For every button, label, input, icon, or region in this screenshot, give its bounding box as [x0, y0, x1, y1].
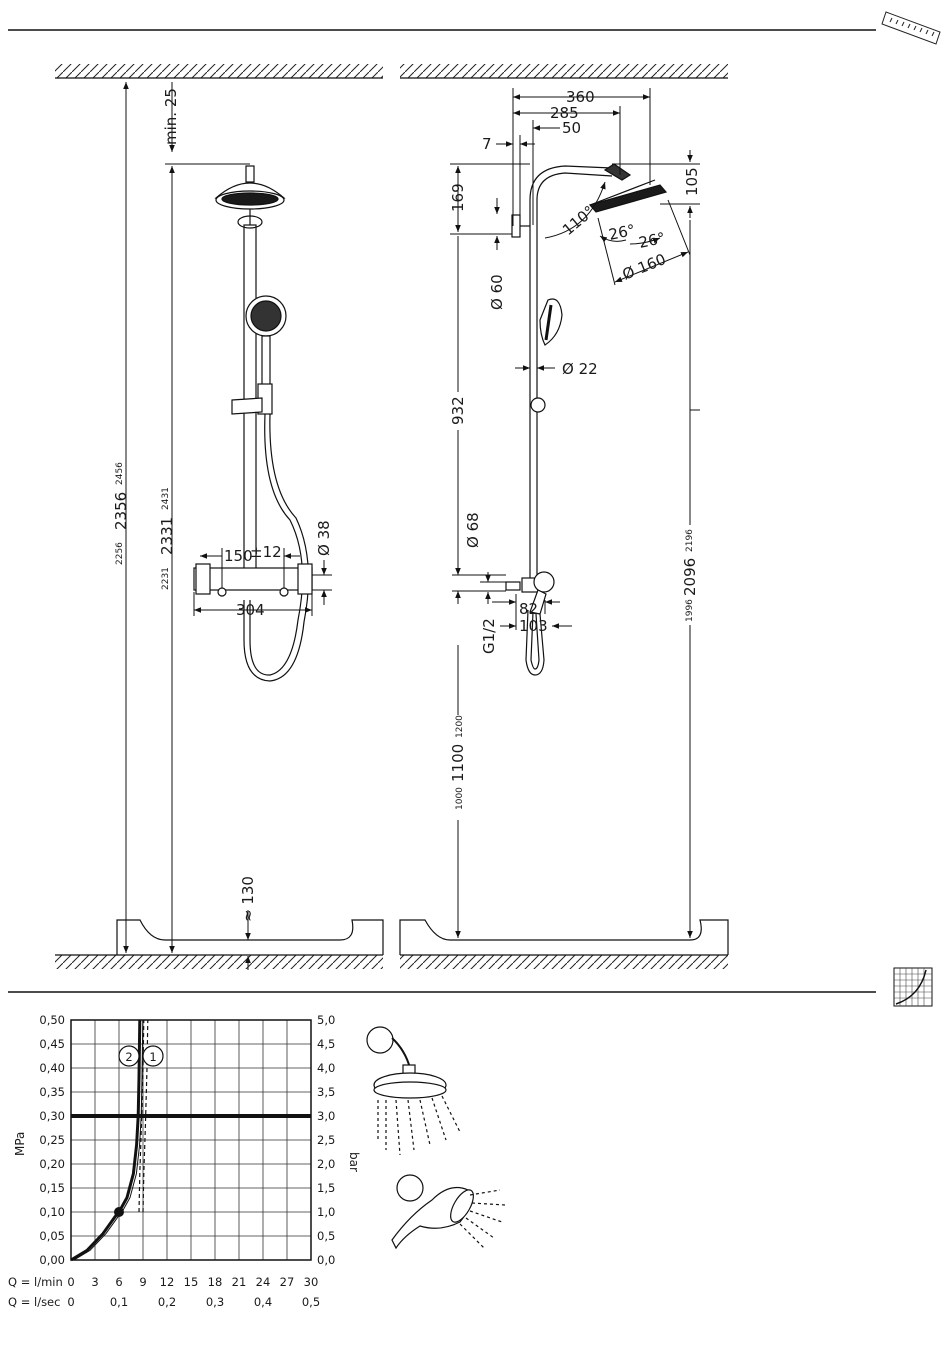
dim-2331: 2331 [158, 517, 176, 555]
x-lsec-tick-label: 0,1 [110, 1295, 128, 1309]
y-right-tick-label: 2,5 [317, 1133, 335, 1147]
series-line-1-edge [142, 1019, 149, 1213]
dim-285: 285 [550, 104, 579, 122]
dim-dia38: Ø 38 [315, 520, 333, 556]
x-lsec-tick-label: 0,2 [158, 1295, 176, 1309]
overhead-shower-icon [366, 1026, 461, 1156]
x-lsec-tick-label: 0,4 [254, 1295, 272, 1309]
left-view: 2256 2356 2456 min. 25 2231 2331 2431 15… [55, 64, 384, 970]
y-right-tick-label: 3,5 [317, 1085, 335, 1099]
x-lmin-tick-label: 18 [208, 1275, 223, 1289]
y-left-tick-label: 0,45 [39, 1037, 65, 1051]
y-left-tick-label: 0,00 [39, 1253, 65, 1267]
dim-dia22: Ø 22 [562, 360, 598, 378]
dim-2456: 2456 [115, 462, 125, 485]
y-left-tick-label: 0,20 [39, 1157, 65, 1171]
ruler-corner-icon [881, 11, 941, 45]
y-right-tick-label: 3,0 [317, 1109, 335, 1123]
flow-chart-thumb-icon [893, 967, 933, 1007]
plot-frame [70, 1019, 312, 1261]
x-lmin-tick-label: 21 [232, 1275, 247, 1289]
dim-1200: 1200 [455, 715, 465, 738]
dim-min25: min. 25 [162, 88, 180, 145]
dim-2256: 2256 [115, 542, 125, 565]
y-left-tick-label: 0,50 [39, 1013, 65, 1027]
y-left-tick-label: 0,35 [39, 1085, 65, 1099]
x-lmin-tick-label: 15 [184, 1275, 199, 1289]
y-left-tick-label: 0,10 [39, 1205, 65, 1219]
right-view: 360 285 50 7 169 105 110° 26° 26° Ø 160 … [399, 64, 729, 969]
dim-7: 7 [482, 135, 492, 153]
dim-304: 304 [236, 601, 265, 619]
x-lmin-tick-label: 0 [67, 1275, 74, 1289]
y-right-tick-label: 0,5 [317, 1229, 335, 1243]
y-left-tick-label: 0,15 [39, 1181, 65, 1195]
dim-103: 103 [519, 617, 548, 635]
x-lmin-tick-label: 12 [160, 1275, 175, 1289]
dim-1996: 1996 [685, 599, 695, 622]
dim-g12: G1/2 [480, 618, 498, 654]
dim-dia60: Ø 60 [488, 274, 506, 310]
x-lmin-tick-label: 3 [91, 1275, 98, 1289]
dim-2096: 2096 [681, 558, 699, 596]
hand-shower-icon [391, 1174, 506, 1250]
dim-2196: 2196 [685, 529, 695, 552]
dim-pm12: ±12 [250, 543, 282, 561]
y-right-tick-label: 2,0 [317, 1157, 335, 1171]
x-lmin-tick-label: 9 [139, 1275, 146, 1289]
dim-26deg-b: 26° [637, 229, 667, 252]
series-legend-circle [118, 1045, 140, 1067]
y-right-tick-label: 0,0 [317, 1253, 335, 1267]
series-legend-label: 1 [149, 1050, 156, 1064]
series-legend-label: 2 [125, 1050, 132, 1064]
dim-50: 50 [562, 119, 581, 137]
dim-approx130: ≈ 130 [239, 876, 257, 922]
dim-82: 82 [519, 600, 538, 618]
dim-932: 932 [449, 396, 467, 425]
y-left-tick-label: 0,40 [39, 1061, 65, 1075]
x-lmin-tick-label: 6 [115, 1275, 122, 1289]
flow-pressure-chart: 0,000,050,100,150,200,250,300,350,400,45… [39, 1013, 335, 1309]
x-lmin-tick-label: 30 [304, 1275, 319, 1289]
y-left-tick-label: 0,25 [39, 1133, 65, 1147]
y-right-tick-label: 1,5 [317, 1181, 335, 1195]
dim-105: 105 [683, 167, 701, 196]
dim-dia160: Ø 160 [620, 250, 669, 284]
y-left-tick-label: 0,05 [39, 1229, 65, 1243]
x-lsec-tick-label: 0 [67, 1295, 74, 1309]
dim-1000: 1000 [455, 787, 465, 810]
x-axis-label-lmin: Q = l/min [8, 1275, 63, 1289]
y-right-tick-label: 5,0 [317, 1013, 335, 1027]
y-left-axis-label: MPa [13, 1132, 27, 1156]
series-line-2 [70, 1019, 142, 1262]
operating-point-marker [114, 1207, 124, 1217]
series-legend-circle [142, 1045, 164, 1067]
dim-150: 150 [224, 547, 253, 565]
y-right-tick-label: 4,5 [317, 1037, 335, 1051]
dim-2431: 2431 [161, 487, 171, 510]
y-left-tick-label: 0,30 [39, 1109, 65, 1123]
x-lmin-tick-label: 24 [256, 1275, 271, 1289]
y-right-tick-label: 1,0 [317, 1205, 335, 1219]
dim-169: 169 [449, 183, 467, 212]
x-axis-label-lsec: Q = l/sec [8, 1295, 60, 1309]
dim-360: 360 [566, 88, 595, 106]
y-right-axis-label: bar [347, 1152, 361, 1172]
dim-2231: 2231 [161, 567, 171, 590]
x-lsec-tick-label: 0,5 [302, 1295, 320, 1309]
dim-dia68: Ø 68 [464, 512, 482, 548]
dim-2356: 2356 [112, 492, 130, 530]
series-line-1 [138, 1019, 145, 1213]
dim-1100: 1100 [449, 744, 467, 782]
x-lsec-tick-label: 0,3 [206, 1295, 224, 1309]
y-right-tick-label: 4,0 [317, 1061, 335, 1075]
x-lmin-tick-label: 27 [280, 1275, 295, 1289]
dim-26deg-a: 26° [607, 221, 637, 244]
